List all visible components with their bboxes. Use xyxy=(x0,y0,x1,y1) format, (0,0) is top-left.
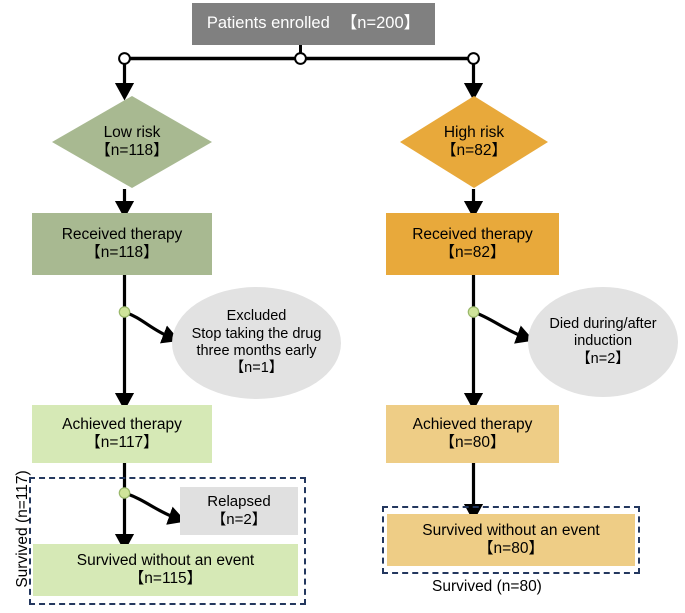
low-relapsed-count: 【n=2】 xyxy=(211,511,267,528)
high-achieved-therapy-count: 【n=80】 xyxy=(439,434,506,451)
patients-enrolled-count: 【n=200】 xyxy=(340,14,421,33)
low-survived-label: Survived without an event xyxy=(76,551,255,569)
connector-low-exclusion-curve xyxy=(123,310,180,344)
high-risk-label: High risk xyxy=(443,123,505,141)
node-low-relapsed[interactable]: Relapsed 【n=2】 xyxy=(180,487,298,535)
low-received-therapy-label: Received therapy xyxy=(61,225,183,243)
node-low-survived-without-event[interactable]: Survived without an event 【n=115】 xyxy=(33,544,298,596)
node-high-received-therapy[interactable]: Received therapy 【n=82】 xyxy=(386,213,559,275)
junction-node-center xyxy=(294,52,307,65)
low-risk-label: Low risk xyxy=(103,123,161,141)
low-risk-count: 【n=118】 xyxy=(95,142,169,159)
node-high-achieved-therapy[interactable]: Achieved therapy 【n=80】 xyxy=(386,405,559,463)
branch-dot-high-exclusion xyxy=(467,306,480,318)
low-excluded-line-2: Stop taking the drug xyxy=(191,325,322,342)
low-achieved-therapy-label: Achieved therapy xyxy=(62,415,182,433)
high-died-count: 【n=2】 xyxy=(576,350,630,367)
caption-survived-low-risk: Survived (n=117) xyxy=(14,470,31,588)
high-survived-count: 【n=80】 xyxy=(478,540,544,557)
low-received-therapy-count: 【n=118】 xyxy=(85,244,159,261)
high-received-therapy-label: Received therapy xyxy=(412,225,533,243)
low-survived-count: 【n=115】 xyxy=(128,570,203,587)
high-risk-diamond-shape xyxy=(400,96,548,188)
low-excluded-line-1: Excluded xyxy=(226,308,287,325)
branch-dot-low-relapse xyxy=(118,487,131,499)
node-low-excluded[interactable]: Excluded Stop taking the drug three mont… xyxy=(172,287,341,399)
node-low-achieved-therapy[interactable]: Achieved therapy 【n=117】 xyxy=(32,405,212,463)
node-patients-enrolled[interactable]: Patients enrolled 【n=200】 xyxy=(192,3,435,45)
junction-node-left xyxy=(118,52,131,65)
branch-dot-low-exclusion xyxy=(118,306,131,318)
high-died-line-2: induction xyxy=(573,333,633,350)
low-risk-diamond-shape xyxy=(52,96,212,188)
high-risk-count: 【n=82】 xyxy=(441,142,507,159)
high-received-therapy-count: 【n=82】 xyxy=(439,244,506,261)
node-high-risk[interactable]: High risk 【n=82】 xyxy=(400,96,548,188)
survival-group-low-risk xyxy=(29,477,306,605)
node-low-received-therapy[interactable]: Received therapy 【n=118】 xyxy=(32,213,212,275)
high-achieved-therapy-label: Achieved therapy xyxy=(412,415,533,433)
low-excluded-count: 【n=1】 xyxy=(229,360,284,377)
low-achieved-therapy-count: 【n=117】 xyxy=(85,434,159,451)
patients-enrolled-label: Patients enrolled xyxy=(206,14,330,33)
node-low-risk[interactable]: Low risk 【n=118】 xyxy=(52,96,212,188)
node-high-survived-without-event[interactable]: Survived without an event 【n=80】 xyxy=(387,514,635,566)
high-died-line-1: Died during/after xyxy=(549,315,657,332)
connector-high-exclusion-curve xyxy=(472,310,534,344)
low-excluded-line-3: three months early xyxy=(196,343,317,359)
low-relapsed-label: Relapsed xyxy=(207,493,271,511)
junction-node-right xyxy=(467,52,480,65)
survival-group-high-risk xyxy=(382,506,640,574)
high-survived-label: Survived without an event xyxy=(422,521,600,539)
caption-survived-high-risk: Survived (n=80) xyxy=(432,578,542,595)
node-high-died-induction[interactable]: Died during/after induction 【n=2】 xyxy=(528,287,678,397)
